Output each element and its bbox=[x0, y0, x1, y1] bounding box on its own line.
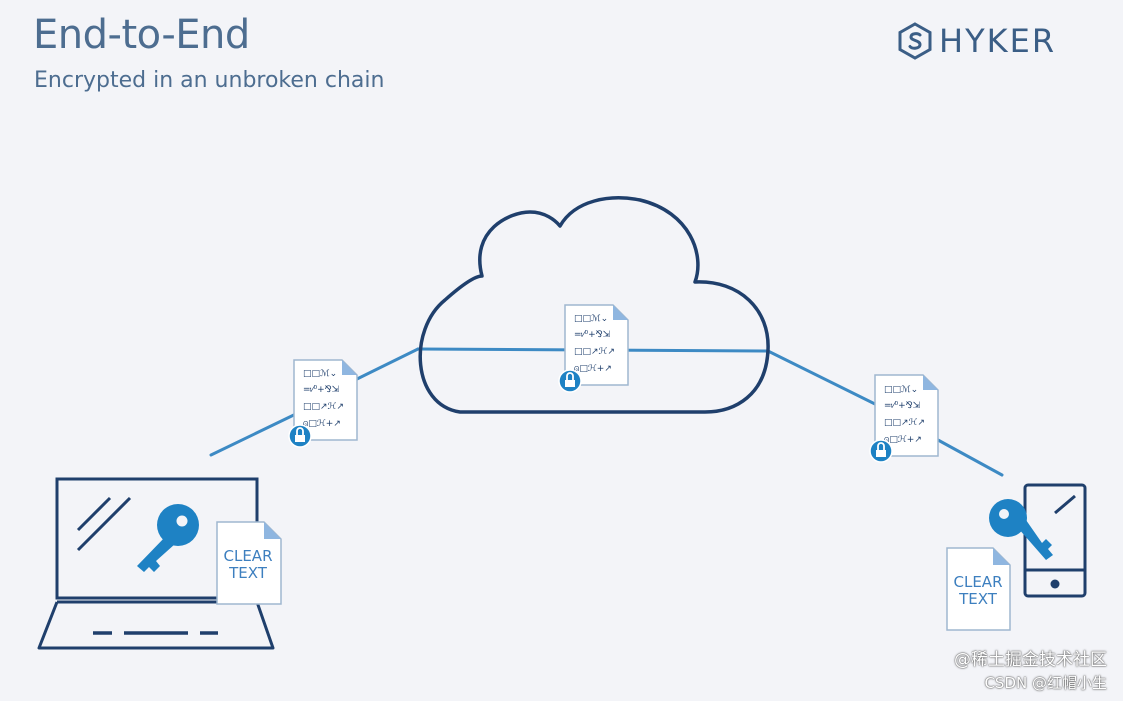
cipher-text-cloud-1: □□ℳ⌄ bbox=[574, 314, 608, 324]
hexagon-s-logo-icon bbox=[898, 22, 932, 60]
cipher-text-left-2: ≕⁄⁰+⅋⇲ bbox=[303, 385, 340, 395]
lock-icon bbox=[869, 439, 893, 463]
encrypted-doc-cloud: □□ℳ⌄ ≕⁄⁰+⅋⇲ □□↗ℋ↗ ⍝□ℋ+↗ bbox=[558, 304, 629, 393]
cipher-text-left-1: □□ℳ⌄ bbox=[303, 369, 337, 379]
cipher-text-right-3: □□↗ℋ↗ bbox=[884, 418, 925, 428]
lock-icon bbox=[288, 424, 312, 448]
cloud-icon bbox=[418, 196, 770, 414]
brand-logo: HYKER bbox=[897, 22, 1056, 60]
encrypted-doc-left: □□ℳ⌄ ≕⁄⁰+⅋⇲ □□↗ℋ↗ ⍝□ℋ+↗ bbox=[288, 359, 358, 448]
cipher-text-cloud-2: ≕⁄⁰+⅋⇲ bbox=[574, 330, 611, 340]
brand-name: HYKER bbox=[939, 22, 1057, 60]
line-laptop-to-doc bbox=[209, 410, 302, 457]
encrypted-doc-right: □□ℳ⌄ ≕⁄⁰+⅋⇲ □□↗ℋ↗ ⍝□ℋ+↗ bbox=[869, 374, 939, 463]
receiver-doc-line2: TEXT bbox=[958, 590, 998, 608]
clear-text-doc-sender: CLEAR TEXT bbox=[216, 521, 282, 605]
cipher-text-right-4: ⍝□ℋ+↗ bbox=[884, 435, 922, 445]
smartphone-icon bbox=[1023, 483, 1087, 598]
watermark-line1: @稀土掘金技术社区 bbox=[954, 650, 1107, 670]
page-subtitle: Encrypted in an unbroken chain bbox=[34, 68, 385, 93]
sender-doc-line1: CLEAR bbox=[224, 547, 273, 565]
line-doc-to-phone bbox=[936, 438, 1004, 477]
watermark-line2: CSDN @红帽小生 bbox=[984, 674, 1107, 692]
key-icon bbox=[989, 499, 1053, 560]
cipher-text-left-3: □□↗ℋ↗ bbox=[303, 402, 344, 412]
page-title: End-to-End bbox=[33, 12, 250, 58]
receiver-doc-line1: CLEAR bbox=[954, 573, 1003, 591]
sender-doc-line2: TEXT bbox=[228, 564, 268, 582]
line-cloud-to-doc bbox=[766, 349, 879, 407]
cipher-text-right-1: □□ℳ⌄ bbox=[884, 385, 918, 395]
key-icon bbox=[137, 504, 199, 572]
cipher-text-cloud-3: □□↗ℋ↗ bbox=[574, 347, 615, 357]
cipher-text-cloud-4: ⍝□ℋ+↗ bbox=[574, 364, 612, 374]
cipher-text-right-2: ≕⁄⁰+⅋⇲ bbox=[884, 401, 921, 411]
clear-text-doc-receiver: CLEAR TEXT bbox=[946, 547, 1011, 631]
line-doc-to-cloud bbox=[353, 347, 420, 382]
cipher-text-left-4: ⍝□ℋ+↗ bbox=[303, 419, 341, 429]
lock-icon bbox=[558, 369, 582, 393]
watermark: @稀土掘金技术社区 CSDN @红帽小生 bbox=[954, 645, 1107, 693]
